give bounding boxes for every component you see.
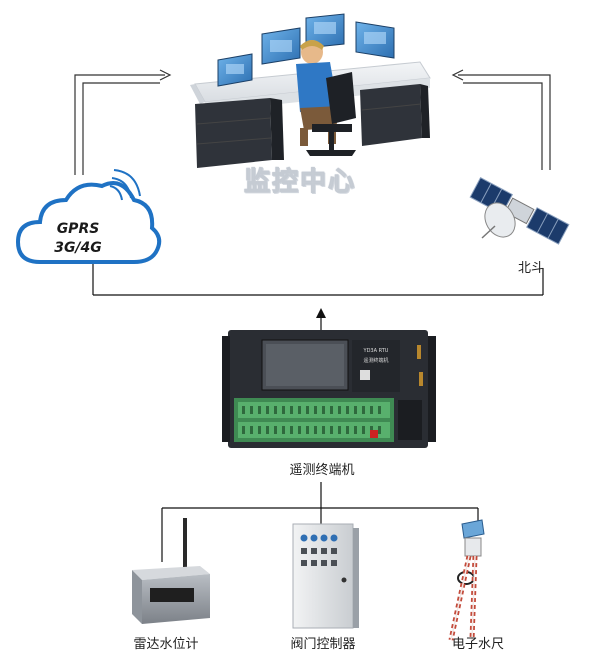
desk-cabinet-left bbox=[195, 98, 284, 168]
satellite-to-center-connector bbox=[451, 69, 551, 170]
cloud-to-center-connector bbox=[74, 69, 172, 175]
monitor-center-title: 监控中心 bbox=[244, 167, 356, 197]
monitor-screens bbox=[217, 13, 395, 87]
terminal-label: 遥测终端机 bbox=[289, 462, 354, 478]
desk-cabinet-right bbox=[360, 84, 430, 146]
radar-level-meter-device bbox=[132, 518, 210, 624]
device-label-radar: 雷达水位计 bbox=[133, 637, 198, 652]
cloud-network-icon bbox=[15, 169, 162, 264]
uplink-bus bbox=[92, 262, 544, 296]
device-label-gauge: 电子水尺 bbox=[452, 637, 504, 652]
office-chair bbox=[306, 72, 356, 156]
uplink-arrow bbox=[316, 308, 326, 318]
cloud-line-1: GPRS bbox=[57, 221, 100, 237]
satellite-label: 北斗 bbox=[518, 261, 544, 276]
valve-controller-cabinet bbox=[292, 523, 359, 629]
electronic-water-gauge-device bbox=[448, 519, 485, 641]
cloud-line-2: 3G/4G bbox=[54, 240, 102, 256]
beidou-satellite-icon bbox=[469, 177, 570, 245]
terminal-model-text: 遥测终端机 bbox=[363, 357, 388, 364]
terminal-brand-text: YD3A RTU bbox=[363, 348, 389, 354]
device-label-valve: 阀门控制器 bbox=[290, 637, 355, 652]
telemetry-terminal-device: YD3A RTU 遥测终端机 bbox=[222, 330, 436, 448]
operator-person bbox=[296, 40, 340, 146]
downlink-bus bbox=[161, 482, 479, 562]
monitor-center-illustration bbox=[190, 13, 431, 168]
